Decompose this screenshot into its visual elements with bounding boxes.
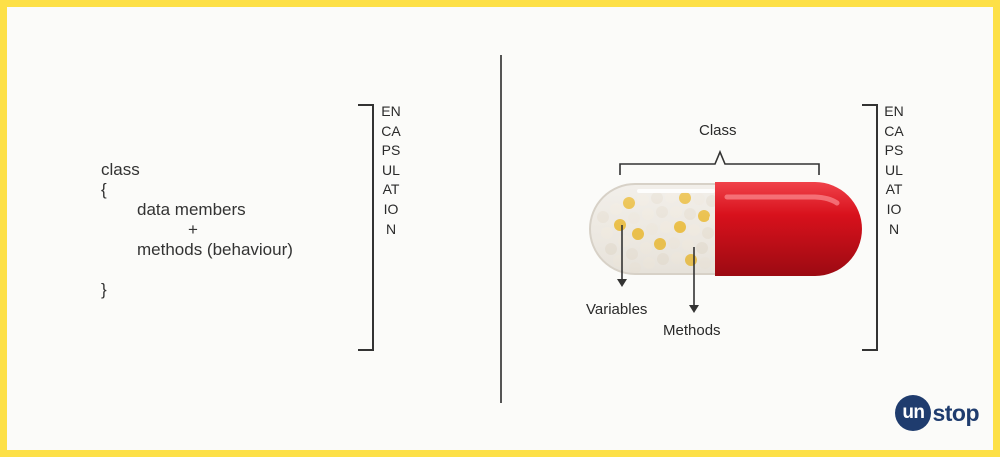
right-encapsulation-bracket bbox=[862, 104, 878, 351]
methods-pointer bbox=[689, 247, 699, 313]
class-keyword: class bbox=[101, 160, 140, 179]
capsule-red-half bbox=[715, 182, 862, 276]
left-encapsulation-bracket bbox=[358, 104, 374, 351]
capsule-illustration bbox=[589, 149, 862, 313]
methods-behaviour-text: methods (behaviour) bbox=[137, 240, 293, 259]
variables-label: Variables bbox=[586, 301, 648, 318]
unstop-logo: un stop bbox=[895, 394, 979, 432]
logo-wordmark: stop bbox=[932, 399, 979, 426]
data-members-text: data members bbox=[137, 200, 246, 219]
methods-label: Methods bbox=[663, 322, 721, 339]
class-label: Class bbox=[699, 122, 737, 139]
logo-mark: un bbox=[895, 395, 932, 431]
class-brace bbox=[619, 149, 820, 175]
diagram-canvas: class { data members + methods (behaviou… bbox=[7, 7, 993, 450]
variables-pointer bbox=[617, 225, 627, 287]
close-brace: } bbox=[101, 280, 107, 299]
capsule-clear-half bbox=[589, 183, 719, 275]
panel-divider bbox=[500, 55, 502, 403]
left-encapsulation-label: ENCAPSULATION bbox=[381, 103, 401, 237]
open-brace: { bbox=[101, 180, 107, 199]
plus-sign: + bbox=[188, 220, 198, 239]
right-encapsulation-label: ENCAPSULATION bbox=[884, 103, 904, 237]
